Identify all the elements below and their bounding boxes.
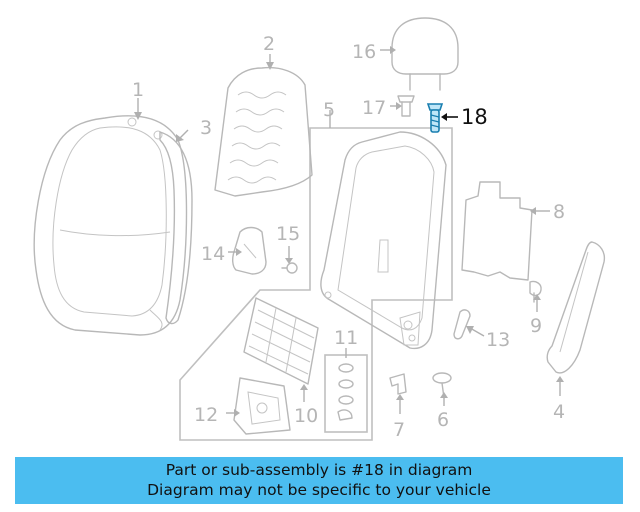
callout-17: 17 <box>362 97 386 119</box>
back-panel <box>461 181 533 281</box>
callout-14: 14 <box>201 243 225 265</box>
clip-kit <box>337 363 354 421</box>
info-banner: Part or sub-assembly is #18 in diagram D… <box>15 457 623 504</box>
lumbar-grid <box>243 297 319 385</box>
seat-back-panel <box>159 131 193 325</box>
leader-18 <box>441 113 458 121</box>
banner-line-part: Part or sub-assembly is #18 in diagram <box>165 461 473 479</box>
callout-11: 11 <box>334 327 358 349</box>
push-fastener <box>432 372 452 399</box>
bracket-13 <box>453 309 471 340</box>
banner-line-disclaimer: Diagram may not be specific to your vehi… <box>147 481 491 499</box>
callout-4: 4 <box>553 401 565 423</box>
bolt-18 <box>426 103 444 133</box>
callout-18: 18 <box>461 105 488 129</box>
callout-2: 2 <box>263 33 275 55</box>
headrest-guide <box>397 95 415 117</box>
callout-8: 8 <box>553 201 565 223</box>
callout-1: 1 <box>132 79 144 101</box>
callout-10: 10 <box>294 405 318 427</box>
headrest <box>391 17 459 91</box>
clip-9 <box>529 280 542 303</box>
callout-7: 7 <box>393 419 405 441</box>
screw-15 <box>281 262 298 274</box>
bracket-7 <box>389 373 407 395</box>
callout-16: 16 <box>352 41 376 63</box>
callout-12: 12 <box>194 404 218 426</box>
callout-13: 13 <box>486 329 510 351</box>
seat-back-cushion <box>33 115 188 336</box>
callout-6: 6 <box>437 409 449 431</box>
callout-15: 15 <box>276 223 300 245</box>
side-trim-cover <box>546 241 606 374</box>
callout-5: 5 <box>323 99 335 121</box>
leader-lines <box>134 46 564 417</box>
assembly-outline <box>179 127 453 441</box>
recliner-cover <box>231 226 267 275</box>
parts-diagram: 1 2 3 4 5 6 7 8 9 10 11 12 13 14 15 16 1… <box>33 17 606 441</box>
seat-back-pad <box>214 66 313 197</box>
clip-kit-box <box>324 354 368 433</box>
mechanism-plate <box>233 377 291 435</box>
seat-back-frame <box>320 131 447 350</box>
callout-9: 9 <box>530 315 542 337</box>
callout-3: 3 <box>200 117 212 139</box>
